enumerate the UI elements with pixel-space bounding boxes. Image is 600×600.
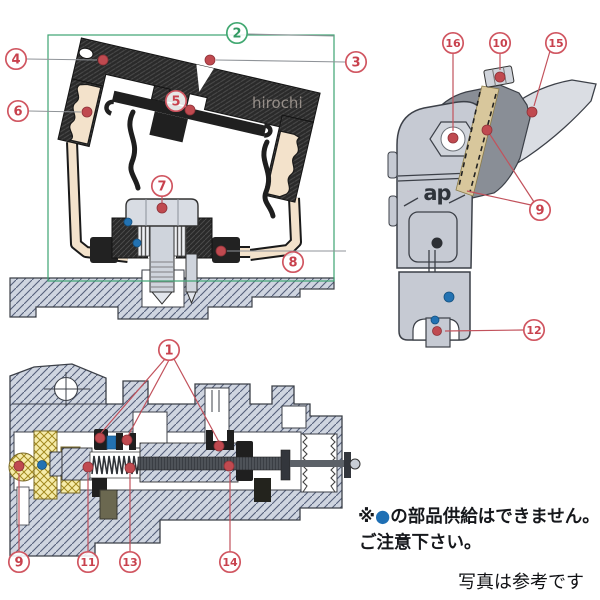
- cap-vent-hole: [78, 47, 94, 60]
- svg-text:9: 9: [535, 204, 544, 219]
- svg-text:8: 8: [288, 256, 297, 271]
- seal-ring-b: [129, 433, 136, 450]
- reservoir-recess: [132, 411, 168, 449]
- callout-13: 13: [118, 462, 142, 574]
- pivot-strip-dash-left: [458, 91, 481, 187]
- svg-text:4: 4: [11, 53, 20, 68]
- svg-text:5: 5: [171, 95, 180, 110]
- seal-ring-a: [116, 433, 123, 450]
- diagram-cylinder-bore-section: [8, 363, 361, 557]
- svg-text:3: 3: [351, 56, 360, 71]
- watermark: hirochi: [252, 94, 303, 112]
- body-clip-lower: [388, 195, 398, 227]
- pivot-strip-dash-right: [469, 93, 497, 193]
- callout-9-side: 9: [466, 124, 552, 222]
- seal-port-gap: [213, 430, 227, 441]
- callout-16: 16: [441, 31, 465, 144]
- callout-5: 5: [164, 89, 196, 116]
- svg-text:2: 2: [232, 27, 241, 42]
- piston-nose: [49, 451, 63, 477]
- union-seat-notch: [281, 405, 307, 429]
- supply-note-bullet-icon: ●: [375, 507, 390, 527]
- svg-text:13: 13: [122, 556, 137, 569]
- ap-logo: ap: [423, 181, 451, 205]
- blue-marker: [443, 291, 455, 303]
- rod-extension: [290, 460, 344, 467]
- svg-text:12: 12: [526, 324, 541, 337]
- callout-3: 3: [204, 50, 368, 74]
- bellows-right: [265, 130, 301, 198]
- callout-layer: 2 3 4 5 6 7 8: [4, 21, 568, 574]
- svg-text:9: 9: [14, 556, 23, 571]
- blue-marker: [132, 238, 142, 248]
- callout-1: 1: [94, 338, 225, 452]
- clamp-bolt: [431, 237, 443, 249]
- svg-text:11: 11: [80, 556, 95, 569]
- callout-6: 6: [6, 99, 93, 123]
- return-pin: [185, 253, 198, 293]
- diaphragm-skirt-right: [249, 197, 302, 261]
- body-clip-upper: [387, 151, 398, 179]
- callout-8: 8: [215, 245, 346, 274]
- diaphragm-hook-left: [104, 99, 115, 116]
- bolt-threads: [151, 261, 173, 288]
- foot-seal-left: [90, 237, 118, 263]
- svg-text:7: 7: [157, 180, 166, 195]
- threaded-rod: [137, 456, 285, 471]
- seal-blue: [106, 435, 117, 450]
- clamp-plate-outline: [408, 211, 458, 263]
- svg-text:14: 14: [222, 556, 238, 569]
- callout-11: 11: [76, 461, 100, 574]
- callout-7: 7: [150, 174, 174, 214]
- return-pin-tip: [186, 291, 197, 305]
- blue-marker: [37, 460, 47, 470]
- cap-vent-notch: [196, 64, 214, 92]
- rod-end-washer: [344, 452, 351, 478]
- blue-marker: [123, 217, 133, 227]
- svg-text:6: 6: [13, 105, 22, 120]
- supply-note-text: の部品供給はできません。: [390, 506, 599, 527]
- collar-right: [173, 225, 187, 257]
- svg-text:1: 1: [164, 344, 173, 359]
- body-joint-line: [397, 172, 472, 177]
- blue-marker: [430, 315, 440, 325]
- rod-washer: [280, 449, 291, 481]
- body-accent2: [448, 194, 466, 204]
- diaphragm-center-block: [149, 111, 188, 143]
- supply-note-line2: ご注意下さい。: [359, 532, 482, 553]
- callout-2: 2: [225, 21, 335, 45]
- rod-end-tip: [349, 458, 361, 470]
- svg-text:10: 10: [492, 37, 508, 50]
- cap-assembly: [57, 37, 321, 203]
- diagram-lever-assembly-side: ap: [387, 65, 597, 348]
- body-accent: [403, 197, 419, 207]
- callout-15: 15: [526, 31, 568, 118]
- pivot-strip: [455, 85, 500, 197]
- callout-10: 10: [488, 31, 512, 83]
- diaphragm-fold-left: [127, 109, 141, 191]
- end-cap-slot: [16, 486, 30, 526]
- supply-note-prefix: ※: [358, 507, 375, 527]
- diagram-reservoir-cap-section: [9, 34, 335, 320]
- photo-reference-note: 写真は参考です: [458, 572, 584, 593]
- svg-text:15: 15: [548, 37, 563, 50]
- cap-assembly-box: [47, 34, 335, 282]
- callout-9-bottom: 9: [7, 460, 31, 574]
- svg-text:16: 16: [445, 37, 461, 50]
- seal-outlet: [254, 478, 271, 502]
- callout-14: 14: [218, 460, 242, 574]
- callout-4: 4: [4, 47, 109, 71]
- diaphragm-hook-right: [263, 123, 273, 138]
- callout-12: 12: [432, 318, 546, 342]
- diaphragm-fold-right: [261, 139, 276, 219]
- seal-olive: [99, 489, 118, 520]
- bolt-tip: [150, 291, 174, 305]
- supply-note-line1: ※●の部品供給はできません。: [358, 506, 600, 527]
